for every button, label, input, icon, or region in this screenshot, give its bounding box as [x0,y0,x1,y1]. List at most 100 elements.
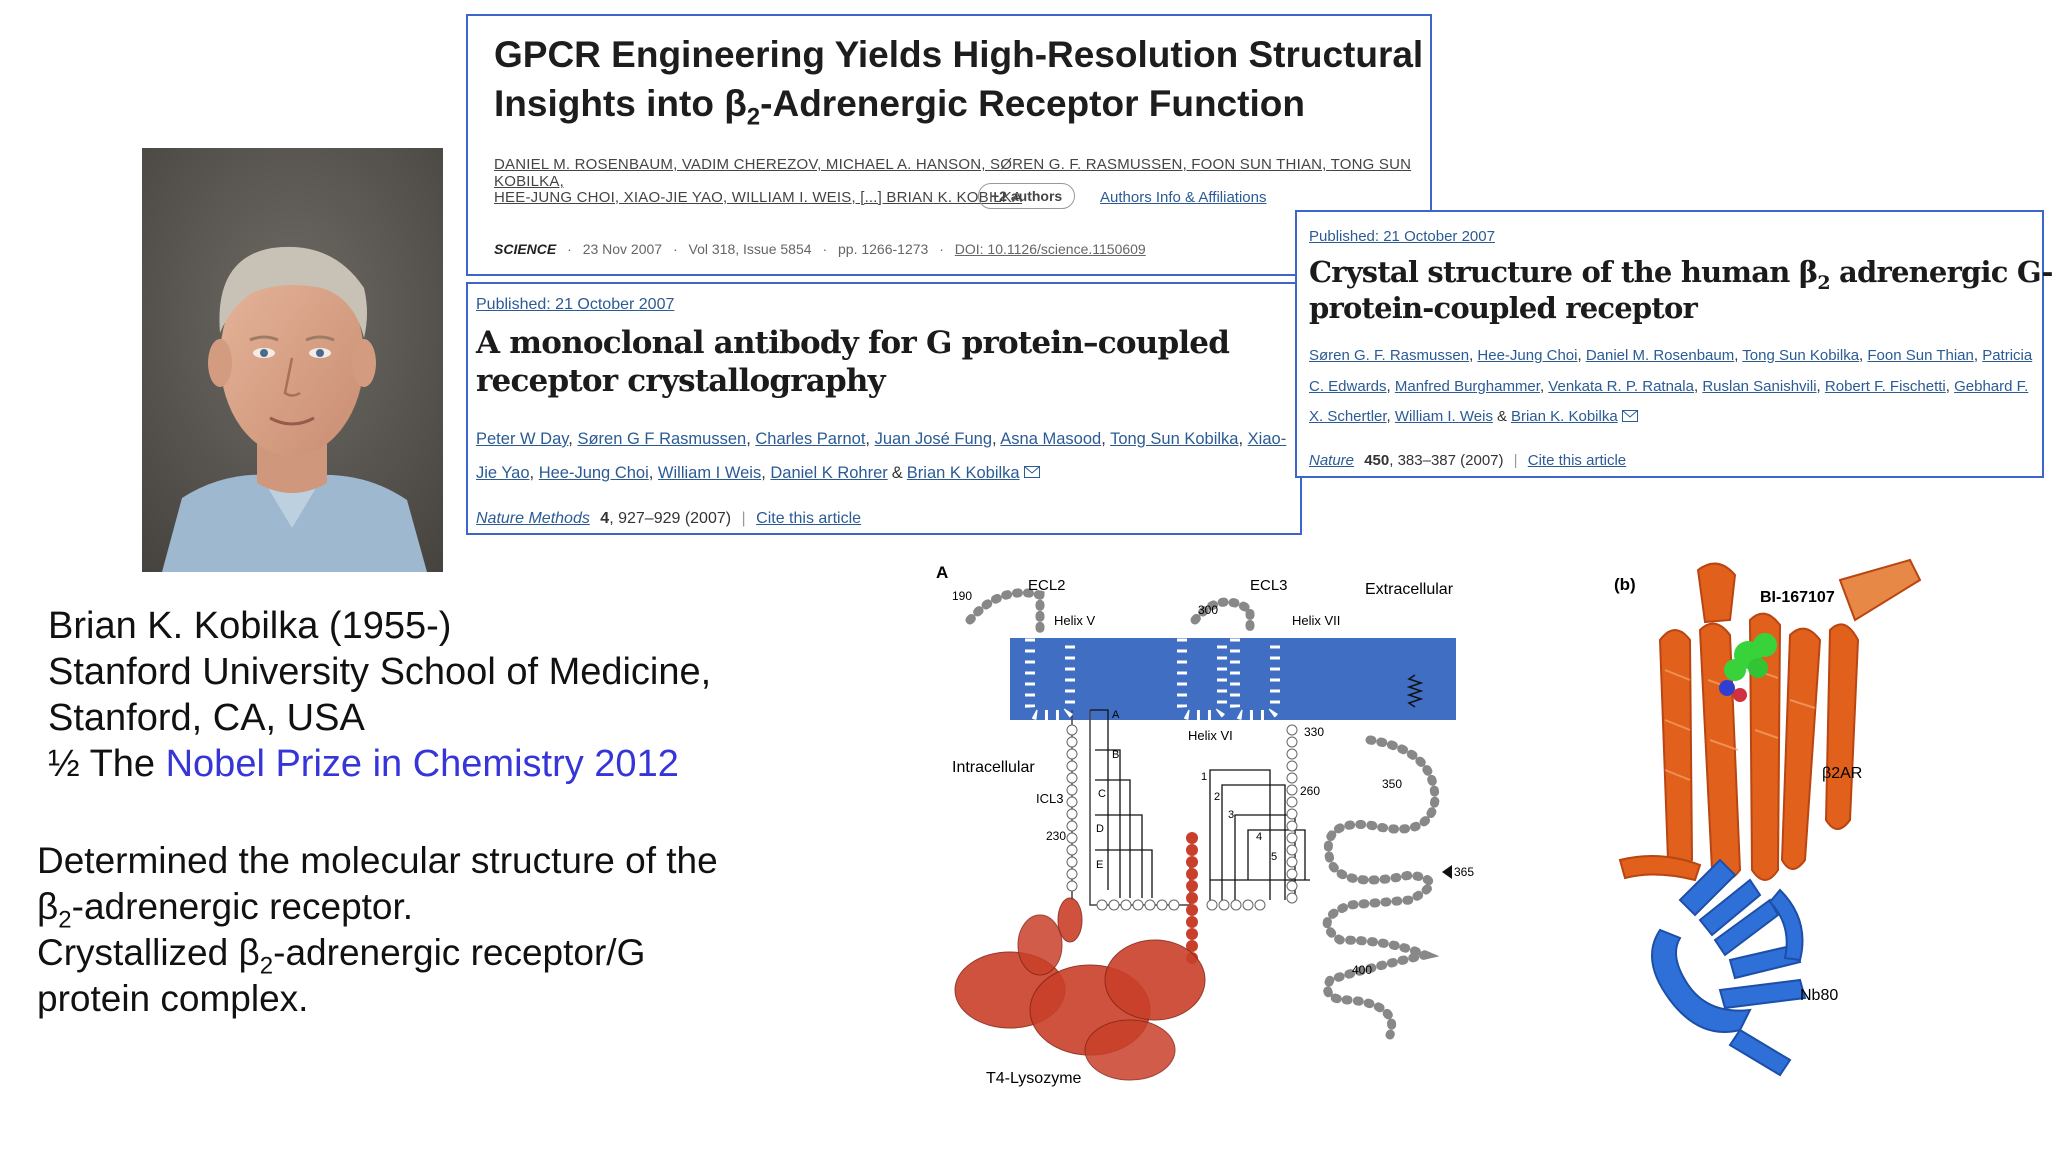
author-link[interactable]: Manfred Burghammer [1394,378,1540,395]
res190-label: 190 [952,589,972,603]
author-link[interactable]: Patricia [1982,347,2033,364]
author-link[interactable]: Søren G. F. Rasmussen [1309,347,1470,364]
author-link[interactable]: Foon Sun Thian [1867,347,1974,364]
ligand-spheres [1719,633,1777,702]
bio-location: Stanford, CA, USA [48,697,365,739]
nature-methods-card: Published: 21 October 2007 A monoclonal … [466,282,1302,535]
author-link[interactable]: Hee-Jung Choi [538,464,649,482]
res330-label: 330 [1304,725,1324,739]
res400-label: 400 [1352,963,1372,977]
science-volume: Vol 318, Issue 5854 [688,241,812,257]
author-link[interactable]: Tong Sun Kobilka [1110,430,1239,448]
portrait-illustration [142,148,443,572]
bio-prize: ½ The Nobel Prize in Chemistry 2012 [48,741,679,787]
lysozyme-label: T4-Lysozyme [986,1070,1082,1087]
icl3-label: ICL3 [1036,791,1063,806]
n3-label: 3 [1228,809,1234,821]
nm-pages: , 927–929 (2007) [609,510,732,527]
science-journal: SCIENCE [494,241,557,257]
intracellular-label: Intracellular [952,759,1035,776]
desc-line-3: Crystallized β2-adrenergic receptor/G [37,932,646,980]
authors-info-link[interactable]: Authors Info & Affiliations [1100,189,1267,206]
nm-authors-line1[interactable]: Peter W Day, Søren G F Rasmussen, Charle… [476,430,1287,448]
author-link[interactable]: Robert F. Fischetti [1824,378,1946,395]
author-link[interactable]: X. Schertler [1309,408,1387,425]
snake-plot-diagram: A ECL2 ECL3 Extracellular Helix V Helix … [936,563,1474,1087]
nm-title-line1: A monoclonal antibody for G protein–coup… [476,325,1230,361]
ecl3-label: ECL3 [1250,577,1288,594]
author-link[interactable]: William I. Weis [1394,408,1493,425]
ligand-label: BI-167107 [1760,589,1835,606]
seg-b-label: B [1112,749,1119,761]
author-link[interactable]: Jie Yao [476,464,530,482]
seg-d-label: D [1096,823,1104,835]
mail-icon[interactable] [1024,458,1041,489]
desc-line-1: Determined the molecular structure of th… [37,840,718,881]
helix6-label: Helix VI [1188,728,1233,743]
author-link[interactable]: C. Edwards [1309,378,1387,395]
science-authors-line2[interactable]: HEE-JUNG CHOI, XIAO-JIE YAO, WILLIAM I. … [494,189,1023,206]
nm-authors-line2[interactable]: Jie Yao, Hee-Jung Choi, William I Weis, … [476,458,1041,489]
science-date: 23 Nov 2007 [582,241,663,257]
res350-label: 350 [1382,777,1402,791]
science-pages: pp. 1266-1273 [838,241,929,257]
panel-b-label: (b) [1614,575,1636,594]
nm-published[interactable]: Published: 21 October 2007 [476,296,675,313]
author-link[interactable]: Charles Parnot [755,430,866,448]
seg-a-label: A [1112,709,1120,721]
nature-citation: Nature 450, 383–387 (2007) | Cite this a… [1309,452,1627,469]
author-link[interactable]: Ruslan Sanishvili [1702,378,1817,395]
science-title-line2: Insights into β2-Adrenergic Receptor Fun… [494,83,1305,131]
nanobody-label: Nb80 [1800,987,1838,1004]
n1-label: 1 [1201,771,1207,783]
author-link[interactable]: Daniel M. Rosenbaum [1585,347,1735,364]
res230-label: 230 [1046,829,1066,843]
nobel-prize-link[interactable]: Nobel Prize in Chemistry 2012 [165,743,679,785]
desc-line-4: protein complex. [37,978,309,1019]
author-link[interactable]: Peter W Day [476,430,569,448]
nature-authors-line1[interactable]: Søren G. F. Rasmussen, Hee-Jung Choi, Da… [1309,347,2033,364]
author-link[interactable]: Tong Sun Kobilka [1742,347,1860,364]
bio-name: Brian K. Kobilka (1955-) [48,605,452,647]
science-paper-card: GPCR Engineering Yields High-Resolution … [466,14,1432,276]
nature-title-line1: Crystal structure of the human β2 adrene… [1309,255,2053,294]
author-link[interactable]: Venkata R. P. Ratnala [1548,378,1694,395]
res300-label: 300 [1198,603,1218,617]
author-link[interactable]: Daniel K Rohrer [770,464,888,482]
mail-icon[interactable] [1621,402,1638,433]
helix5-label: Helix V [1054,613,1096,628]
nature-last-author: Brian K. Kobilka [1510,408,1618,425]
desc-line-2: β2-adrenergic receptor. [37,886,414,934]
nature-journal-link[interactable]: Nature [1309,452,1355,469]
author-link[interactable]: Asna Masood [1000,430,1102,448]
nm-cite-link[interactable]: Cite this article [756,510,862,527]
helix7-label: Helix VII [1292,613,1340,628]
nature-cite-link[interactable]: Cite this article [1527,452,1627,469]
extracellular-label: Extracellular [1365,581,1454,598]
nature-authors-line3[interactable]: X. Schertler, William I. Weis&Brian K. K… [1309,401,1638,433]
more-authors-button[interactable]: +2 authors [978,183,1076,209]
nature-published[interactable]: Published: 21 October 2007 [1309,228,1495,245]
portrait-photo [142,148,443,572]
n2-label: 2 [1214,791,1220,803]
science-authors-line1[interactable]: DANIEL M. ROSENBAUM, VADIM CHEREZOV, MIC… [494,156,1412,190]
nm-journal-link[interactable]: Nature Methods [476,510,590,527]
author-link[interactable]: Juan José Fung [874,430,993,448]
nm-citation: Nature Methods 4, 927–929 (2007) | Cite … [476,510,862,527]
nature-pages: , 383–387 (2007) [1389,452,1504,469]
nm-title-line2: receptor crystallography [476,363,886,399]
science-doi-link[interactable]: DOI: 10.1126/science.1150609 [954,241,1146,257]
author-link[interactable]: Søren G F Rasmussen [577,430,747,448]
science-meta: SCIENCE · 23 Nov 2007 · Vol 318, Issue 5… [494,241,1146,257]
res365-label: 365 [1454,865,1474,879]
author-link[interactable]: Gebhard F. [1954,378,2029,395]
prize-prefix: ½ The [48,743,166,785]
snake-plot-figure: A ECL2 ECL3 Extracellular Helix V Helix … [930,560,1474,1100]
author-link[interactable]: Xiao- [1247,430,1287,448]
author-link[interactable]: William I Weis [657,464,762,482]
ecl2-label: ECL2 [1028,577,1066,594]
receptor-label: β2AR [1822,765,1862,782]
author-link[interactable]: Hee-Jung Choi [1477,347,1578,364]
seg-e-label: E [1096,859,1103,871]
nature-authors-line2[interactable]: C. Edwards, Manfred Burghammer, Venkata … [1309,378,2029,395]
